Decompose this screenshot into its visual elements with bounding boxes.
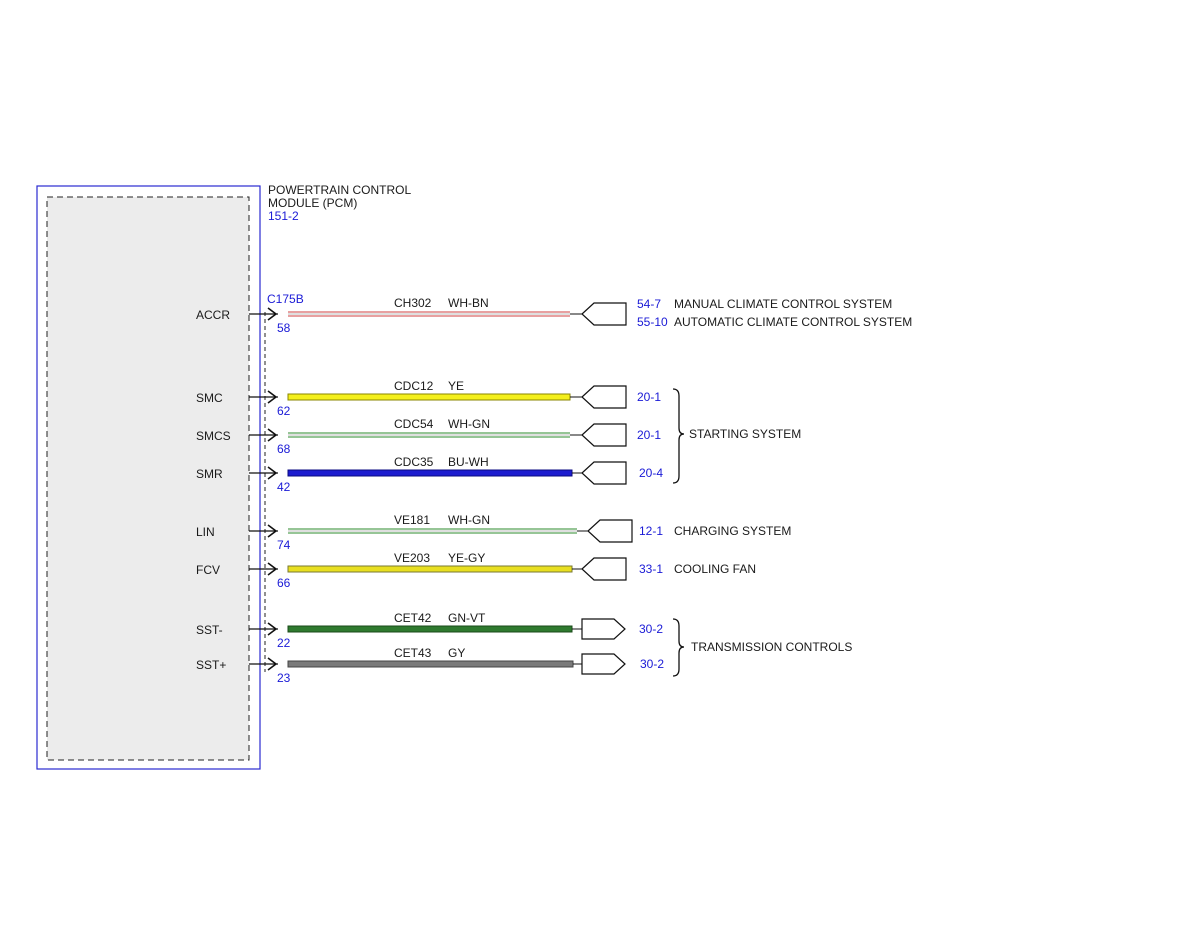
wire-color-code: WH-BN	[448, 296, 489, 310]
module-title-line1: POWERTRAIN CONTROL	[268, 183, 411, 197]
pin-number: 22	[277, 636, 291, 650]
dest-ref: 30-2	[639, 622, 663, 636]
connector-id: C175B	[267, 292, 304, 306]
pcm-module-inner	[46, 196, 250, 761]
connector-in-icon	[581, 557, 627, 581]
dest-ref-2: 55-10	[637, 315, 668, 329]
wire-body	[287, 625, 573, 633]
pin-label: ACCR	[196, 308, 230, 322]
dest-label: CHARGING SYSTEM	[674, 524, 791, 538]
pin-label: SMCS	[196, 429, 231, 443]
pin-label: SMC	[196, 391, 223, 405]
circuit-id: CET42	[394, 611, 432, 625]
pin-number: 68	[277, 442, 291, 456]
wire-color-code: GN-VT	[448, 611, 486, 625]
pin-label: SMR	[196, 467, 223, 481]
connector-in-icon	[581, 385, 627, 409]
connector-in-icon	[587, 519, 633, 543]
dest-label: COOLING FAN	[674, 562, 756, 576]
dest-ref: 30-2	[640, 657, 664, 671]
wire-color-code: BU-WH	[448, 455, 489, 469]
connector-in-icon	[581, 461, 627, 485]
pin-label: LIN	[196, 525, 215, 539]
circuit-id: CDC12	[394, 379, 434, 393]
connector-out-icon	[581, 653, 626, 675]
starting-bracket	[672, 388, 685, 484]
pin-label: SST-	[196, 623, 223, 637]
dest-ref: 20-1	[637, 428, 661, 442]
pin-arrow-icon	[267, 562, 278, 576]
wire-color-code: GY	[448, 646, 465, 660]
connector-out-icon	[581, 618, 626, 640]
pin-label: SST+	[196, 658, 226, 672]
wire-body	[287, 469, 573, 477]
pin-number: 74	[277, 538, 291, 552]
dest-ref: 33-1	[639, 562, 663, 576]
pin-arrow-icon	[267, 307, 278, 321]
wire-color-code: WH-GN	[448, 417, 490, 431]
connector-in-icon	[581, 302, 627, 326]
wire-color-code: YE	[448, 379, 464, 393]
wire-body	[287, 565, 573, 573]
wire-color-code: WH-GN	[448, 513, 490, 527]
circuit-id: CDC35	[394, 455, 434, 469]
circuit-id: CET43	[394, 646, 432, 660]
module-ref: 151-2	[268, 209, 299, 223]
pin-arrow-icon	[267, 428, 278, 442]
circuit-id: CH302	[394, 296, 432, 310]
circuit-id: VE203	[394, 551, 430, 565]
pin-number: 23	[277, 671, 291, 685]
connector-in-icon	[581, 423, 627, 447]
pin-arrow-icon	[267, 390, 278, 404]
wire-body	[287, 393, 571, 401]
starting-system-label: STARTING SYSTEM	[689, 427, 801, 441]
transmission-bracket	[672, 618, 685, 677]
transmission-controls-label: TRANSMISSION CONTROLS	[691, 640, 852, 654]
pin-arrow-icon	[267, 524, 278, 538]
circuit-id: VE181	[394, 513, 430, 527]
circuit-id: CDC54	[394, 417, 434, 431]
dest-label: MANUAL CLIMATE CONTROL SYSTEM	[674, 297, 892, 311]
module-title-line2: MODULE (PCM)	[268, 196, 357, 210]
pin-number: 62	[277, 404, 291, 418]
dest-ref: 20-1	[637, 390, 661, 404]
pin-number: 58	[277, 321, 291, 335]
pin-number: 66	[277, 576, 291, 590]
pin-arrow-icon	[267, 657, 278, 671]
pin-arrow-icon	[267, 466, 278, 480]
wire-body	[287, 660, 574, 668]
pin-number: 42	[277, 480, 291, 494]
pin-label: FCV	[196, 563, 220, 577]
dest-label-2: AUTOMATIC CLIMATE CONTROL SYSTEM	[674, 315, 912, 329]
pin-arrow-icon	[267, 622, 278, 636]
dest-ref: 54-7	[637, 297, 661, 311]
wire-color-code: YE-GY	[448, 551, 485, 565]
dest-ref: 12-1	[639, 524, 663, 538]
dest-ref: 20-4	[639, 466, 663, 480]
